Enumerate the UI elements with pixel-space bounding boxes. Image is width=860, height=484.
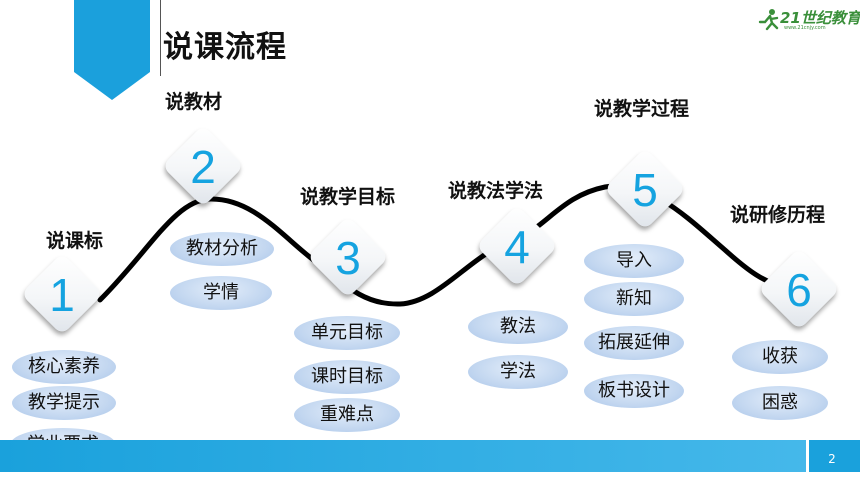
step-1-item-2: 教学提示 xyxy=(12,386,116,420)
step-6-item-1: 收获 xyxy=(732,340,828,374)
step-1-item-1: 核心素养 xyxy=(12,350,116,384)
step-2-number: 2 xyxy=(190,141,216,193)
page-number-box: 2 xyxy=(809,440,860,472)
logo-text: 21世纪教育 xyxy=(780,9,860,27)
step-6-number: 6 xyxy=(786,264,812,316)
step-2-heading: 说教材 xyxy=(165,91,223,113)
step-5-item-3: 拓展延伸 xyxy=(584,326,684,360)
step-6-heading: 说研修历程 xyxy=(730,204,826,226)
footer-bar xyxy=(0,440,806,472)
page-number: 2 xyxy=(828,452,836,466)
step-5-item-2: 新知 xyxy=(584,282,684,316)
step-4-heading: 说教法学法 xyxy=(448,180,544,202)
step-4-item-1: 教法 xyxy=(468,310,568,344)
step-2-item-1: 教材分析 xyxy=(170,232,274,266)
step-2-item-2: 学情 xyxy=(170,276,272,310)
step-3-number: 3 xyxy=(335,232,361,284)
runner-icon xyxy=(758,9,779,31)
step-4-number: 4 xyxy=(504,221,530,273)
step-1-number: 1 xyxy=(49,269,75,321)
logo-url: www.21cnjy.com xyxy=(784,25,826,31)
step-3-item-3: 重难点 xyxy=(294,398,400,432)
step-1-heading: 说课标 xyxy=(46,230,104,252)
title-ribbon xyxy=(74,0,150,100)
step-3-item-2: 课时目标 xyxy=(294,360,400,394)
title-divider xyxy=(160,0,161,76)
logo: 21世纪教育 www.21cnjy.com xyxy=(758,6,860,36)
step-5-number: 5 xyxy=(632,164,658,216)
page-title: 说课流程 xyxy=(163,30,287,65)
step-6-item-2: 困惑 xyxy=(732,386,828,420)
step-3-heading: 说教学目标 xyxy=(300,186,396,208)
step-5-heading: 说教学过程 xyxy=(594,98,690,120)
step-3-item-1: 单元目标 xyxy=(294,316,400,350)
step-4-item-2: 学法 xyxy=(468,355,568,389)
step-5-item-1: 导入 xyxy=(584,244,684,278)
step-5-item-4: 板书设计 xyxy=(584,374,684,408)
